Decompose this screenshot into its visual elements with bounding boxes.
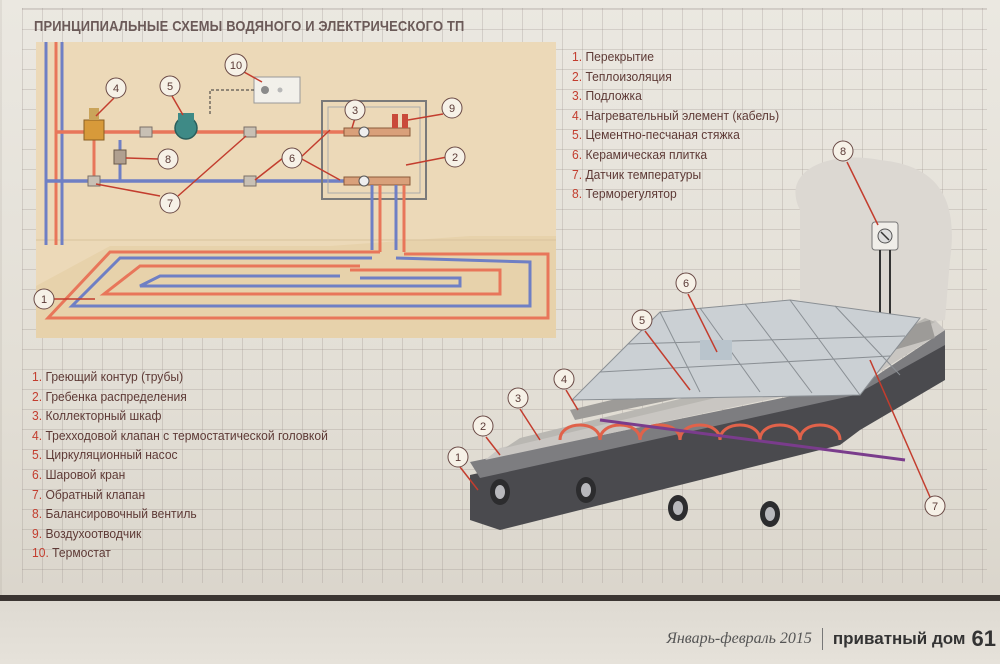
manifold-gauge-2 <box>358 175 370 187</box>
heating-loop-mid <box>68 256 532 308</box>
manifold-supply <box>343 127 411 137</box>
svg-text:1: 1 <box>41 294 47 306</box>
svg-text:2: 2 <box>480 421 486 433</box>
svg-text:7: 7 <box>167 198 173 210</box>
svg-text:4: 4 <box>561 374 567 386</box>
callout-e5 <box>631 309 653 331</box>
svg-text:8: 8 <box>165 154 171 166</box>
svg-text:6: 6 <box>289 153 295 165</box>
callout-w9 <box>441 97 463 119</box>
manifold-gauge-1 <box>358 126 370 138</box>
electric-legend-item: 6. Керамическая плитка <box>572 146 708 162</box>
electric-callouts: 1 2 3 4 5 6 7 8 <box>447 140 946 517</box>
svg-text:8: 8 <box>840 146 846 158</box>
water-legend-item: 10. Термостат <box>32 545 111 561</box>
callout-e1 <box>447 446 469 468</box>
slab-top <box>470 330 945 478</box>
callout-w10 <box>224 53 248 77</box>
svg-text:4: 4 <box>113 83 119 95</box>
thermostat-dial <box>261 86 269 94</box>
water-legend-item: 5. Циркуляционный насос <box>32 447 178 463</box>
pump-head <box>178 113 194 121</box>
water-legend-item: 6. Шаровой кран <box>32 466 126 482</box>
svg-text:2: 2 <box>452 152 458 164</box>
svg-text:3: 3 <box>515 393 521 405</box>
water-legend-item: 7. Обратный клапан <box>32 486 146 502</box>
callout-e6 <box>675 272 697 294</box>
svg-text:3: 3 <box>352 105 358 117</box>
air-vent <box>392 114 398 128</box>
svg-text:10: 10 <box>230 60 242 72</box>
callout-w1 <box>33 288 55 310</box>
callout-e4 <box>553 368 575 390</box>
svg-text:5: 5 <box>639 315 645 327</box>
check-valve <box>87 175 101 187</box>
underlay <box>505 318 935 448</box>
callout-w8 <box>157 148 179 170</box>
water-legend-item: 3. Коллекторный шкаф <box>32 408 162 424</box>
ball-valve-2 <box>243 126 257 138</box>
heating-cable <box>558 423 842 441</box>
heating-loop-inner <box>99 264 502 296</box>
thermostat-knob <box>277 87 283 93</box>
callout-e8 <box>832 140 854 162</box>
thermostat-wire <box>209 89 254 115</box>
water-legend: 1. Греющий контур (трубы) 2. Гребенка ра… <box>32 367 350 563</box>
callout-w6 <box>281 147 303 169</box>
balancing-valve <box>113 149 127 165</box>
callout-w5 <box>159 75 181 97</box>
water-legend-item: 9. Воздухоотводчик <box>32 525 142 541</box>
callout-w2 <box>444 146 466 168</box>
electric-legend-item: 3. Подложка <box>572 88 642 104</box>
sensor-tube <box>599 418 906 462</box>
water-legend-item: 8. Балансировочный вентиль <box>32 506 197 522</box>
heating-loop-outer <box>44 250 550 320</box>
heating-loop-core <box>139 274 462 288</box>
tile-grid-lines <box>599 299 906 396</box>
page-title: ПРИНЦИПИАЛЬНЫЕ СХЕМЫ ВОДЯНОГО И ЭЛЕКТРИЧ… <box>34 18 465 35</box>
magazine-name: приватный дом <box>832 629 966 648</box>
water-legend-item: 4. Трехходовой клапан с термостатической… <box>32 427 328 443</box>
ball-valve-3 <box>243 175 257 187</box>
electric-legend-item: 5. Цементно-песчаная стяжка <box>572 127 740 143</box>
collector-cabinet <box>321 100 427 200</box>
svg-text:7: 7 <box>932 501 938 513</box>
electric-legend-item: 4. Нагревательный элемент (кабель) <box>572 107 780 123</box>
water-legend-item: 2. Гребенка распределения <box>32 388 187 404</box>
footer-divider <box>821 628 823 650</box>
electric-legend-item: 7. Датчик температуры <box>572 166 702 182</box>
callout-e3 <box>507 387 529 409</box>
page-footer: Январь-февраль 2015 приватный дом 61 <box>666 626 996 652</box>
callout-w4 <box>105 77 127 99</box>
thermostatic-head <box>89 108 99 120</box>
callout-w3 <box>344 99 366 121</box>
callout-e7 <box>924 495 946 517</box>
electric-legend-item: 1. Перекрытие <box>572 49 655 64</box>
water-callouts: 1 2 3 4 5 6 7 8 <box>33 53 466 310</box>
ceramic-tiles <box>570 299 921 401</box>
svg-text:6: 6 <box>683 278 689 290</box>
issue-date: Январь-февраль 2015 <box>666 630 812 647</box>
manifold-return <box>343 176 411 186</box>
page-bottom-edge <box>0 595 1000 664</box>
water-legend-item: 1. Греющий контур (трубы) <box>32 369 184 384</box>
air-vent-2 <box>402 114 408 128</box>
callout-e2 <box>472 415 494 437</box>
collector-cabinet-inner <box>327 106 421 194</box>
ball-valve-1 <box>139 126 153 138</box>
callout-w7 <box>159 192 181 214</box>
electric-legend-item: 8. Терморегулятор <box>572 186 677 202</box>
svg-text:9: 9 <box>449 103 455 115</box>
electric-legend: 1. Перекрытие 2. Теплоизоляция 3. Подлож… <box>572 47 795 204</box>
page-number: 61 <box>971 626 996 651</box>
electric-legend-item: 2. Теплоизоляция <box>572 68 672 84</box>
svg-text:5: 5 <box>167 81 173 93</box>
svg-text:1: 1 <box>455 452 461 464</box>
